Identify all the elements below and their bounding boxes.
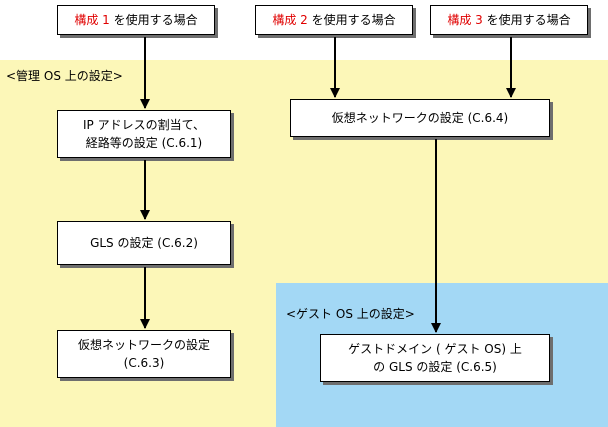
config-2-box: 構成 2 を使用する場合	[255, 5, 413, 35]
config-2-text: を使用する場合	[307, 13, 396, 27]
gls-guest-step-text: ゲストドメイン ( ゲスト OS) 上 の GLS の設定 (C.6.5)	[348, 342, 522, 374]
gls-host-step-text: GLS の設定 (C.6.2)	[90, 236, 198, 250]
vnet-host-step-box: 仮想ネットワークの設定 (C.6.3)	[57, 330, 231, 378]
vnet-right-step-text: 仮想ネットワークの設定 (C.6.4)	[331, 111, 509, 125]
config-1-accent: 構成 1	[74, 13, 110, 27]
config-3-accent: 構成 3	[447, 13, 483, 27]
vnet-right-step-box: 仮想ネットワークの設定 (C.6.4)	[290, 99, 550, 137]
guest-os-region-label: <ゲスト OS 上の設定>	[286, 307, 415, 321]
host-os-region-label: <管理 OS 上の設定>	[6, 69, 123, 83]
vnet-host-step-text: 仮想ネットワークの設定 (C.6.3)	[77, 338, 210, 370]
gls-guest-step-box: ゲストドメイン ( ゲスト OS) 上 の GLS の設定 (C.6.5)	[320, 334, 550, 382]
config-1-box: 構成 1 を使用する場合	[57, 5, 215, 35]
config-3-text: を使用する場合	[482, 13, 571, 27]
gls-host-step-box: GLS の設定 (C.6.2)	[57, 221, 231, 265]
config-2-accent: 構成 2	[272, 13, 308, 27]
ip-route-step-box: IP アドレスの割当て、 経路等の設定 (C.6.1)	[57, 110, 231, 158]
config-1-text: を使用する場合	[109, 13, 198, 27]
ip-route-step-text: IP アドレスの割当て、 経路等の設定 (C.6.1)	[83, 118, 205, 150]
config-3-box: 構成 3 を使用する場合	[430, 5, 588, 35]
